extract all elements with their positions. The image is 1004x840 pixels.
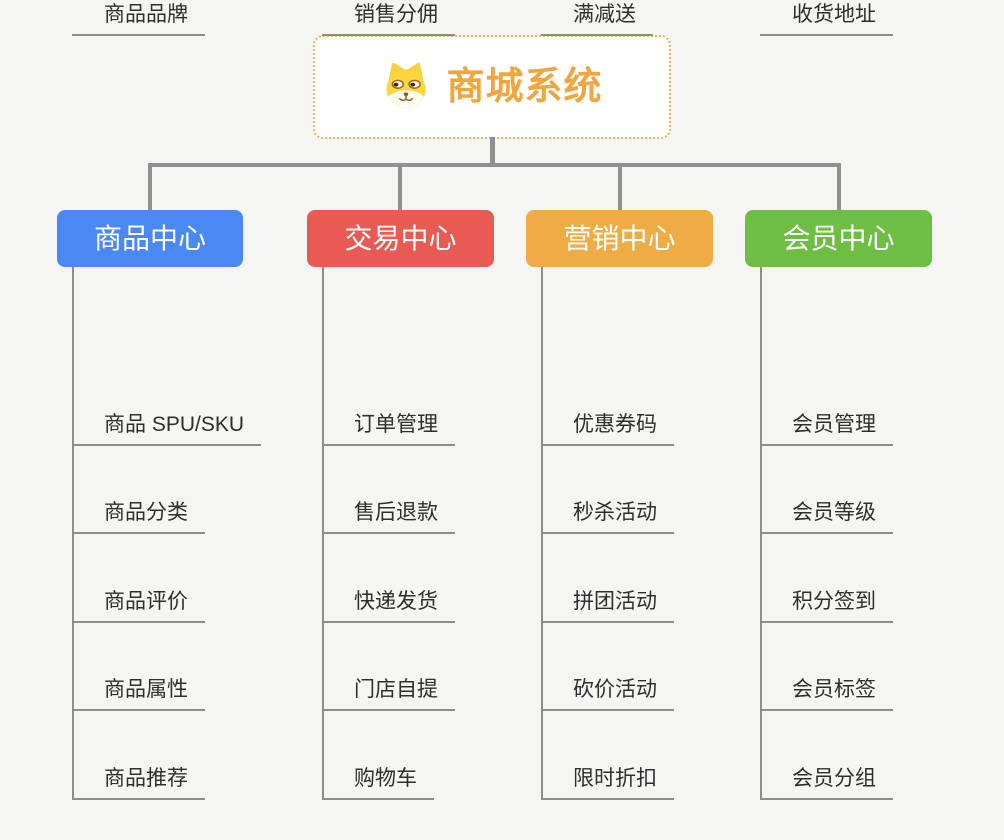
leaf-node[interactable]: 商品评价 bbox=[72, 587, 205, 623]
connector-drop-members bbox=[837, 163, 841, 210]
connector-drop-marketing bbox=[618, 163, 622, 210]
leaf-node[interactable]: 限时折扣 bbox=[541, 764, 674, 800]
leaf-node[interactable]: 会员分组 bbox=[760, 764, 893, 800]
leaf-node[interactable]: 商品 SPU/SKU bbox=[72, 410, 262, 446]
leaf-node[interactable]: 商品推荐 bbox=[72, 764, 205, 800]
leaf-node[interactable]: 收货地址 bbox=[760, 0, 893, 36]
leaf-node[interactable]: 商品属性 bbox=[72, 675, 205, 711]
connector-drop-trade bbox=[398, 163, 402, 210]
leaf-node[interactable]: 销售分佣 bbox=[322, 0, 455, 36]
leaf-node[interactable]: 会员标签 bbox=[760, 675, 893, 711]
leaf-node[interactable]: 满减送 bbox=[541, 0, 653, 36]
leaf-node[interactable]: 快递发货 bbox=[322, 587, 455, 623]
branch-node-products[interactable]: 商品中心 bbox=[57, 210, 243, 267]
branch-node-members[interactable]: 会员中心 bbox=[745, 210, 932, 267]
root-node-label: 商城系统 bbox=[446, 66, 603, 108]
branch-node-trade[interactable]: 交易中心 bbox=[307, 210, 494, 267]
branch-node-marketing[interactable]: 营销中心 bbox=[526, 210, 713, 267]
leaf-node[interactable]: 秒杀活动 bbox=[541, 498, 674, 534]
dog-face-icon bbox=[386, 62, 427, 109]
connector-drop-products bbox=[148, 163, 152, 210]
connector-root-vertical bbox=[490, 137, 495, 165]
leaf-node[interactable]: 购物车 bbox=[322, 764, 434, 800]
root-node[interactable]: 商城系统 bbox=[313, 35, 671, 139]
leaf-node[interactable]: 售后退款 bbox=[322, 498, 455, 534]
leaf-node[interactable]: 门店自提 bbox=[322, 675, 455, 711]
leaf-node[interactable]: 会员等级 bbox=[760, 498, 893, 534]
leaf-node[interactable]: 商品品牌 bbox=[72, 0, 205, 36]
leaf-node[interactable]: 砍价活动 bbox=[541, 675, 674, 711]
leaf-node[interactable]: 优惠券码 bbox=[541, 410, 674, 446]
leaf-node[interactable]: 商品分类 bbox=[72, 498, 205, 534]
leaf-node[interactable]: 会员管理 bbox=[760, 410, 893, 446]
connector-trunk-horizontal bbox=[148, 163, 841, 167]
leaf-node[interactable]: 积分签到 bbox=[760, 587, 893, 623]
leaf-node[interactable]: 拼团活动 bbox=[541, 587, 674, 623]
leaf-node[interactable]: 订单管理 bbox=[322, 410, 455, 446]
